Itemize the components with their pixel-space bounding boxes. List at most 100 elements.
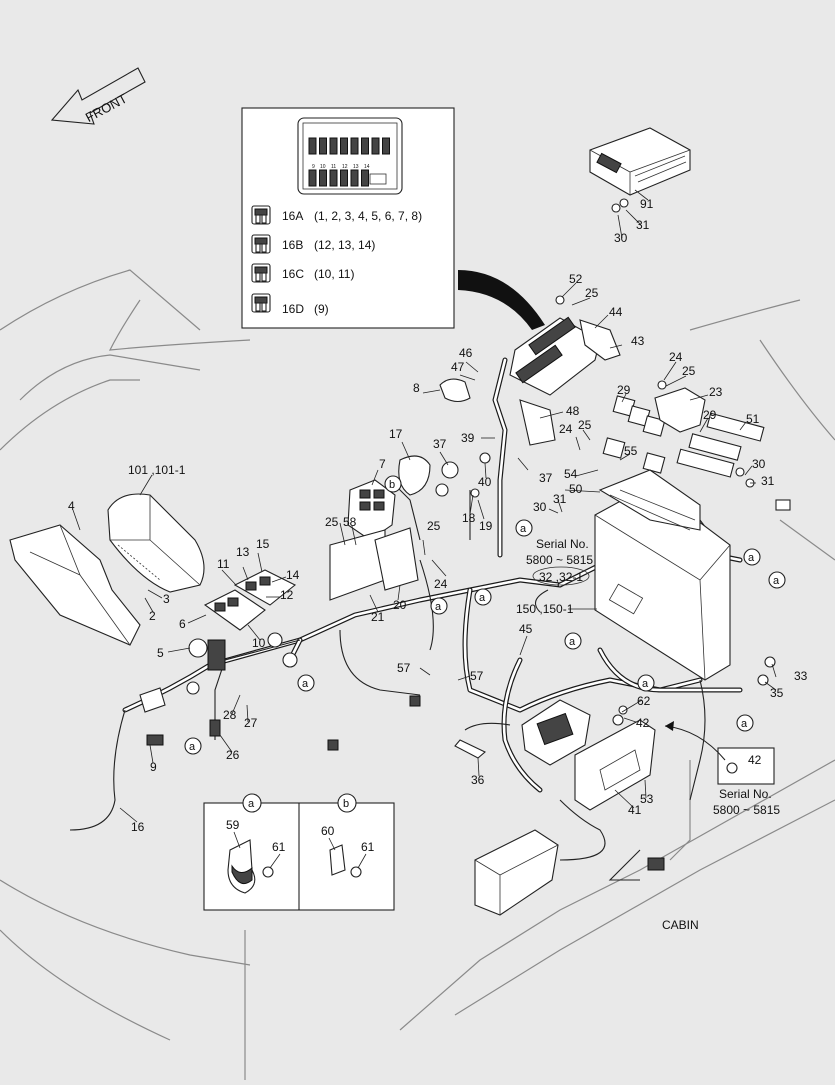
callout-37b: 37 [539,471,553,485]
callout-16: 16 [131,820,145,834]
fuse-num-14: 14 [364,164,370,170]
callout-2: 2 [149,609,156,623]
fuse-legend-inset: 9 10 11 12 13 14 16A (1, 2, 3, 4, 5, 6, … [241,107,455,329]
callout-27: 27 [244,716,258,730]
callout-30b: 30 [533,500,547,514]
fuse-slot [308,137,317,155]
lower-bracket-parts [327,695,665,916]
serial-note-right-range: 5800 ~ 5815 [713,803,780,817]
clamp-marker-a: a [564,632,582,650]
clamp-marker-a: a [184,737,202,755]
fuse-code-16d: 16D [282,302,304,316]
detail-box: a b 59 61 60 61 [203,793,395,911]
callout-57a: 57 [397,661,411,675]
fuse-slot [350,169,359,187]
fuse-slot [319,137,327,155]
detail-a-part-61: 61 [272,840,286,854]
callout-18: 18 [462,511,476,525]
fuse-num-10: 10 [320,164,326,170]
fuse-code-16c: 16C [282,267,304,281]
callout-5: 5 [157,646,164,660]
clamp-marker-a: a [430,597,448,615]
relay-cluster [602,387,791,511]
callout-29b: 29 [703,408,717,422]
fuse-positions-16d: (9) [314,302,329,316]
callout-31b: 31 [553,492,567,506]
serial-note-right-part: 42 [748,753,762,767]
callout-4: 4 [68,499,75,513]
serial-note-right-title: Serial No. [719,787,772,801]
fuse-num-11: 11 [331,164,336,170]
callout-47: 47 [451,360,465,374]
svg-text:a: a [748,552,755,564]
callout-21: 21 [371,610,385,624]
callout-17: 17 [389,427,403,441]
callout-8: 8 [413,381,420,395]
fuse-num-12: 12 [342,164,348,170]
callout-55: 55 [624,444,638,458]
svg-text:a: a [741,718,748,730]
callout-23: 23 [709,385,723,399]
svg-text:a: a [569,636,576,648]
fuse-code-16b: 16B [282,238,303,252]
callout-58: 58 [343,515,357,529]
callout-7: 7 [379,457,386,471]
svg-text:a: a [773,575,780,587]
callout-10: 10 [252,636,266,650]
callout-43: 43 [631,334,645,348]
callout-25e: 25 [578,418,592,432]
callout-19: 19 [479,519,493,533]
svg-text:a: a [642,678,649,690]
detail-a-tag: a [248,798,255,810]
fuse-slot [308,169,317,187]
clamp-marker-a: a [474,588,492,606]
callout-3: 3 [163,592,170,606]
fuse-slot [361,137,369,155]
detail-a-part-59: 59 [226,818,240,832]
callout-39: 39 [461,431,475,445]
callout-30a: 30 [752,457,766,471]
callout-labels: 101 ,101-1 4 3 2 6 5 11 13 15 14 12 10 8… [68,197,808,834]
callout-14: 14 [286,568,300,582]
callout-37a: 37 [433,437,447,451]
callout-48: 48 [566,404,580,418]
fuse-slot [382,137,390,155]
callout-28: 28 [223,708,237,722]
fuse-slot [329,169,338,187]
fuse-num-13: 13 [353,164,359,170]
clamp-marker-a: a [768,571,786,589]
callout-62: 62 [637,694,651,708]
callout-150: 150 ,150-1 [516,602,574,616]
svg-text:a: a [520,523,527,535]
fuse-positions-16c: (10, 11) [314,267,354,281]
callout-52: 52 [569,272,583,286]
svg-text:a: a [435,601,442,613]
svg-text:a: a [189,741,196,753]
callout-101: 101 ,101-1 [128,463,186,477]
fuse-slot [340,137,348,155]
inset-pointer-arrow [458,270,545,330]
callout-25a: 25 [325,515,339,529]
left-switch-panel [139,569,298,746]
callout-13: 13 [236,545,250,559]
controller-unit [594,469,731,681]
fuse-legend-row-16a: 16A (1, 2, 3, 4, 5, 6, 7, 8) [251,205,422,225]
fuse-slot [361,169,369,187]
fuse-slot [319,169,327,187]
fuse-legend-row-16c: 16C (10, 11) [251,263,354,283]
callout-35: 35 [770,686,784,700]
fuse-code-16a: 16A [282,209,303,223]
serial-note-center-parts: 32 ,32-1 [539,570,583,584]
radio-unit [589,127,691,196]
fuse-positions-16b: (12, 13, 14) [314,238,375,252]
fuse-row-bottom [308,169,369,187]
fuse-legend-row-16d: 16D (9) [251,293,329,316]
callout-50: 50 [569,482,583,496]
main-harness [69,357,743,881]
center-switch-box [329,455,459,601]
callout-36: 36 [471,773,485,787]
callout-25d: 25 [682,364,696,378]
clamp-marker-a: a [515,519,533,537]
